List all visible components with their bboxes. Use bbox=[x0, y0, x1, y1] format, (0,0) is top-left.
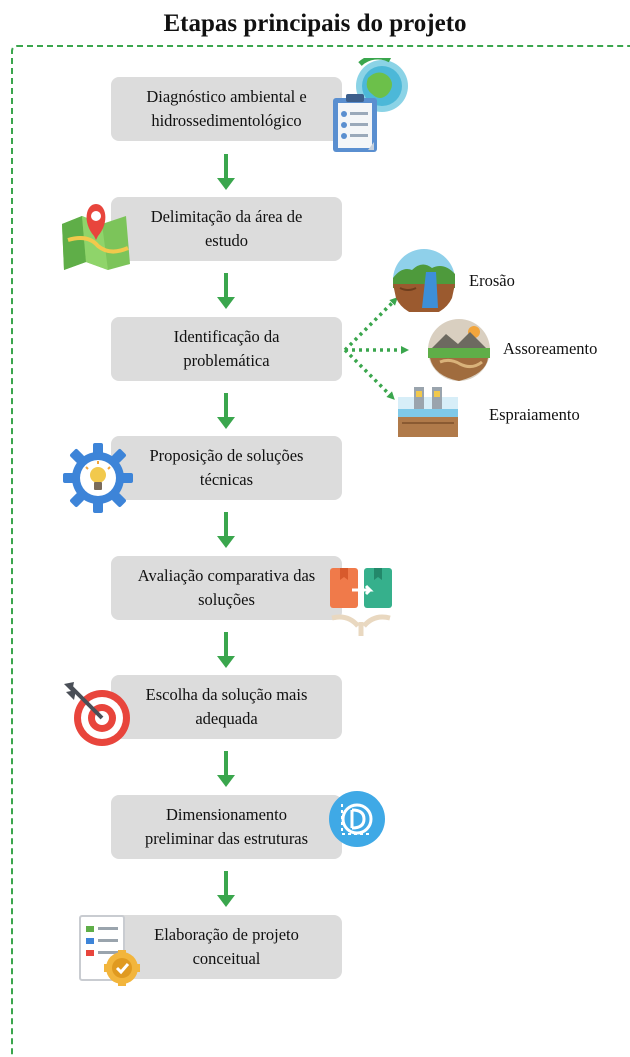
arrow-4 bbox=[217, 512, 235, 548]
globe-clipboard-icon bbox=[333, 58, 408, 152]
erosion-icon bbox=[393, 249, 455, 312]
document-badge-icon bbox=[79, 915, 140, 986]
arrow-3 bbox=[217, 393, 235, 429]
arrow-1 bbox=[217, 154, 235, 190]
page-title: Etapas principais do projeto bbox=[163, 10, 467, 37]
arrow-6 bbox=[217, 751, 235, 787]
branch-arrow-spreading bbox=[343, 348, 395, 400]
dashed-frame bbox=[11, 45, 630, 1057]
label-erosao: Erosão bbox=[469, 271, 515, 290]
label-espraiamento: Espraiamento bbox=[489, 405, 580, 424]
flow-connectors bbox=[217, 154, 409, 907]
arrow-2 bbox=[217, 273, 235, 309]
target-icon bbox=[64, 682, 130, 746]
arrow-5 bbox=[217, 632, 235, 668]
gear-bulb-icon bbox=[63, 443, 133, 513]
silting-icon bbox=[428, 319, 490, 381]
branch-arrow-erosion bbox=[343, 297, 398, 352]
arrow-7 bbox=[217, 871, 235, 907]
spreading-icon bbox=[398, 387, 458, 437]
map-pin-icon bbox=[62, 204, 130, 270]
label-assoreamento: Assoreamento bbox=[503, 339, 598, 358]
compare-icon bbox=[330, 568, 392, 636]
compass-icon bbox=[329, 791, 385, 847]
